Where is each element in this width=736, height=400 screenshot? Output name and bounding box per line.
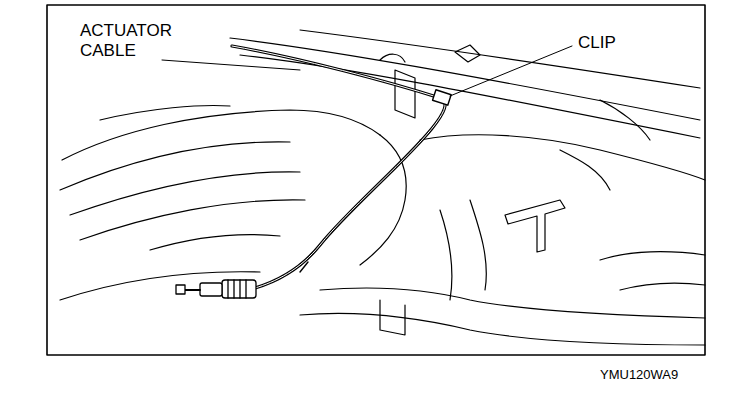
actuator-cable xyxy=(232,46,451,288)
part-label: ACTUATOR CABLE xyxy=(80,21,176,62)
cable-connector xyxy=(176,280,256,298)
figure-code: YMU120WA9 xyxy=(600,367,678,383)
figure-frame xyxy=(47,5,705,355)
engine-outline xyxy=(60,30,705,345)
leader-line xyxy=(162,46,572,96)
part-label: CLIP xyxy=(578,33,616,53)
